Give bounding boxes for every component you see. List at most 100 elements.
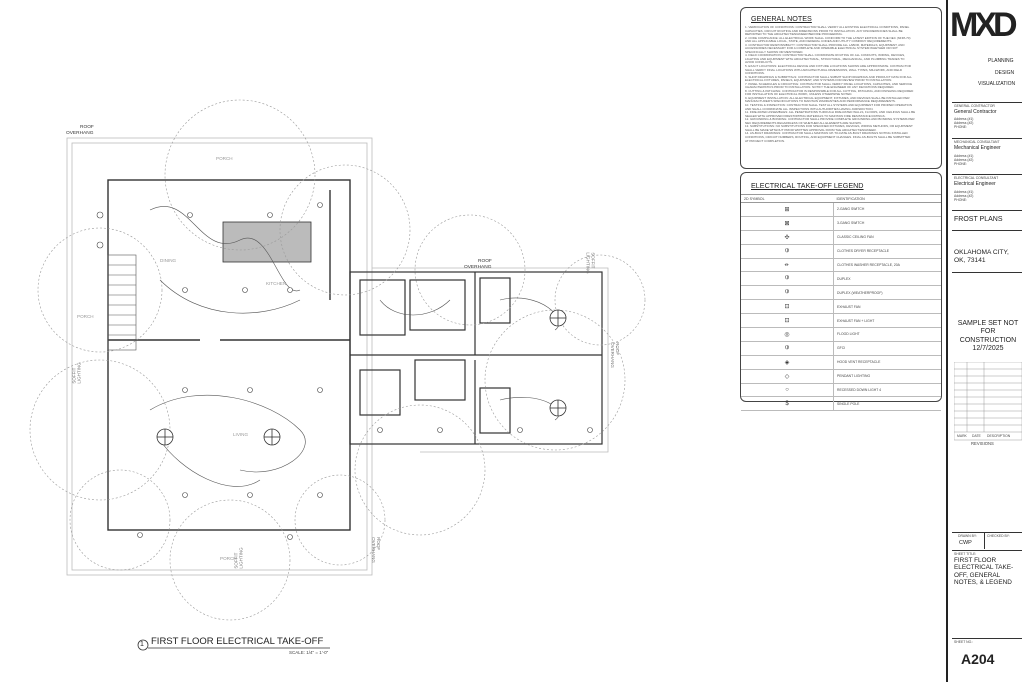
svg-text:ROOF: ROOF <box>80 124 94 130</box>
legend-row: $SINGLE POLE <box>741 396 941 412</box>
soffit-label-bottom: SOFFIT LIGHTING <box>233 547 244 569</box>
legend-row: ⦶CLOTHES DRYER RECEPTACLE <box>741 244 941 259</box>
legend-symbol-icon: $ <box>741 396 834 412</box>
porch-bottom-label: PORCH <box>220 556 237 561</box>
elec-name: Electrical Engineer <box>954 181 996 187</box>
general-note-line: LIGHTING AND EQUIPMENT WITH ARCHITECTURA… <box>745 57 905 61</box>
legend-identification: HOOD VENT RECEPTACLE <box>833 355 941 370</box>
rev-col-date: DATE <box>972 434 981 438</box>
porch-left-label: PORCH <box>77 314 94 319</box>
legend-identification: DUPLEX <box>833 271 941 287</box>
general-note-line: CAPACITIES, CIRCUIT ROUTING AND DIMENSIO… <box>745 29 903 33</box>
legend-identification: CLOTHES DRYER RECEPTACLE <box>833 244 941 259</box>
legend-row: ⦶DUPLEX <box>741 271 941 287</box>
general-note-line: 9. EQUIPMENT INSTALLATION: ALL ELECTRICA… <box>745 96 910 100</box>
living-label: LIVING <box>233 432 248 437</box>
gc-address-2: Address (#2) <box>954 121 974 125</box>
project-city: OKLAHOMA CITY, OK, 73141 <box>954 249 1009 264</box>
legend-identification: CLOTHES WASHER RECEPTACLE, 20A <box>833 258 941 273</box>
floor-plan-drawing: PORCH PORCH PORCH DINING KITCHEN LIVING … <box>29 99 646 651</box>
legend-row: ⊡EXHAUST FAN + LIGHT <box>741 313 941 329</box>
legend-symbol-icon: ⦶ <box>741 244 834 259</box>
mech-caption: MECHANICAL CONSULTANT <box>954 140 1000 144</box>
rev-col-description: DESCRIPTION <box>987 434 1011 438</box>
roof-overhang-label-bottom: ROOF OVERHANG <box>370 537 381 563</box>
general-note-line: 4. FIELD COORDINATION: CONTRACTOR SHALL … <box>745 54 905 58</box>
checked-by-caption: CHECKED BY: <box>987 534 1010 538</box>
plan-title: FIRST FLOOR ELECTRICAL TAKE-OFF <box>151 636 324 647</box>
general-note-line: SHALL VERIFY FINAL LOCATIONS WITH ARCHIT… <box>745 68 903 72</box>
kitchen-island <box>222 221 312 263</box>
general-note-line: 2. CODE COMPLIANCE: ALL ELECTRICAL WORK … <box>745 36 911 40</box>
legend-row: ◇PENDANT LIGHTING <box>741 369 941 384</box>
project-name: FROST PLANS <box>954 216 1003 223</box>
legend-identification: GFCI <box>833 341 941 356</box>
gc-name: General Contractor <box>954 109 997 115</box>
tag-planning: PLANNING <box>988 58 1014 64</box>
general-note-line: CONDITIONS. <box>745 72 765 76</box>
legend-identification: EXHAUST FAN + LIGHT <box>833 313 941 329</box>
mech-address-1: Address (#1) <box>954 154 974 158</box>
stair <box>107 254 137 351</box>
general-note-line: ELECTRICAL FIXTURES, PANELS, EQUIPMENT, … <box>745 79 893 83</box>
general-note-line: 6. SHOP DRAWINGS & SUBMITTALS: CONTRACTO… <box>745 75 912 79</box>
kitchen-label: KITCHEN <box>266 281 286 286</box>
legend-symbol-icon: ⦶ <box>741 285 834 301</box>
svg-text:OVERHANG: OVERHANG <box>464 264 492 270</box>
dining-label: DINING <box>160 258 177 263</box>
gc-address-1: Address (#1) <box>954 117 974 121</box>
plan-scale: SCALE: 1/4" = 1'-0" <box>289 650 329 655</box>
legend-identification: EXHAUST FAN <box>833 299 941 315</box>
elec-caption: ELECTRICAL CONSULTANT <box>954 176 999 180</box>
general-note-line: FOR INSTALLATION OF ELECTRICAL WORK, UNL… <box>745 93 853 97</box>
legend-row: ◈HOOD VENT RECEPTACLE <box>741 355 941 370</box>
legend-row: ◎FLOOD LIGHT <box>741 327 941 342</box>
general-note-line: REPORTED TO THE ARCHITECT/ENGINEER BEFOR… <box>745 33 843 37</box>
legend-symbol-icon: ⦵ <box>741 258 834 273</box>
legend-symbol-icon: ○ <box>741 383 834 398</box>
general-note-line: 5. EXACT LOCATIONS: ELECTRICAL DEVICE AN… <box>745 65 911 69</box>
drawn-by: CWP <box>959 540 972 546</box>
general-note-line: 11. FIRE-RATED ASSEMBLIES: ALL PENETRATI… <box>745 111 916 115</box>
sheet-title: FIRST FLOOR ELECTRICAL TAKE-OFF, GENERAL… <box>954 557 1014 587</box>
revisions-grid <box>954 362 1022 441</box>
legend-col-ident: IDENTIFICATION <box>833 194 941 203</box>
legend-row: ○RECESSED DOWN LIGHT 4 <box>741 383 941 398</box>
legend-identification: RECESSED DOWN LIGHT 4 <box>833 383 941 398</box>
general-note-line: SEALED WITH APPROVED FIRESTOPPING MATERI… <box>745 114 886 118</box>
legend-row: ⦶DUPLEX (WEATHERPROOF) <box>741 285 941 301</box>
drawn-by-caption: DRAWN BY: <box>958 534 977 538</box>
devices <box>96 202 593 540</box>
legend-symbol-icon: ⊡ <box>741 299 834 315</box>
wing-walls <box>349 271 603 445</box>
general-note-line: AT PROJECT COMPLETION. <box>745 139 785 143</box>
floor-plan: PORCH PORCH PORCH DINING KITCHEN LIVING … <box>29 99 646 655</box>
title-block: MXD PLANNING DESIGN VISUALIZATION GENERA… <box>946 0 1023 682</box>
svg-text:OVERHANG: OVERHANG <box>66 130 94 136</box>
porch-top-label: PORCH <box>216 156 233 161</box>
sheet-title-caption: SHEET TITLE: <box>954 552 977 556</box>
general-note-line: 14. AS-BUILT DRAWINGS: CONTRACTOR SHALL … <box>745 132 908 136</box>
general-note-line: CHARACTERISTICS PRIOR TO INSTALLATION. N… <box>745 86 895 90</box>
circuit-arcs <box>29 99 646 621</box>
legend-identification: CLASSIC CEILING FAN <box>833 230 941 245</box>
general-notes-title: GENERAL NOTES <box>751 14 812 23</box>
legend-identification: FLOOD LIGHT <box>833 327 941 342</box>
general-notes-list: 1. VERIFICATION OF CONDITIONS: CONTRACTO… <box>745 26 937 143</box>
legend-panel: ELECTRICAL TAKE-OFF LEGEND 2D SYMBOL IDE… <box>740 172 942 412</box>
legend-row: ✣CLASSIC CEILING FAN <box>741 230 941 245</box>
general-note-line: 1. VERIFICATION OF CONDITIONS: CONTRACTO… <box>745 26 910 29</box>
svg-text:ROOF: ROOF <box>478 258 492 264</box>
legend-symbol-icon: ⦶ <box>741 341 834 356</box>
general-note-line: AVOID CONFLICTS. <box>745 61 773 65</box>
legend-identification: SINGLE POLE <box>833 396 941 412</box>
general-note-line: 7. PANEL SCHEDULES & CIRCUITING: CONTRAC… <box>745 82 913 86</box>
ceiling-fans <box>156 309 567 446</box>
general-note-line: AND SHALL COORDINATE ALL INSPECTIONS WIT… <box>745 107 874 111</box>
general-note-line: AND ALL APPLICABLE LOCAL, STATE, AND FED… <box>745 40 893 44</box>
general-note-line: CONDITIONS, CIRCUIT NUMBERS, ROUTING, AN… <box>745 135 911 139</box>
logo: MXD <box>950 6 1018 44</box>
general-note-line: 13. SUBSTITUTIONS: NO SUBSTITUTIONS FOR … <box>745 125 913 129</box>
tag-design: DESIGN <box>995 70 1015 76</box>
general-note-line: 12. GROUNDING & BONDING: CONTRACTOR SHAL… <box>745 118 915 122</box>
